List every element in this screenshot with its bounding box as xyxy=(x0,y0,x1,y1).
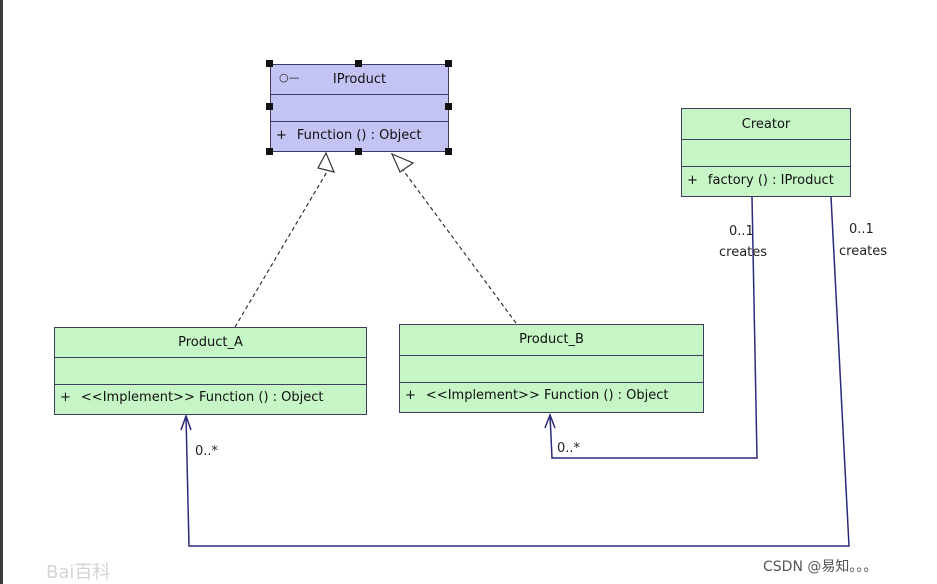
multiplicity-creator-a: 0..1 xyxy=(849,222,874,237)
multiplicity-product-a: 0..* xyxy=(195,444,219,459)
multiplicity-creator-b: 0..1 xyxy=(729,224,754,239)
selection-handle[interactable] xyxy=(266,148,273,155)
class-product-a-attributes xyxy=(55,358,366,385)
class-product-b-attributes xyxy=(400,356,703,383)
class-product-a[interactable]: Product_A + <<Implement>> Function () : O… xyxy=(54,327,367,415)
visibility-marker: + xyxy=(276,128,287,143)
selection-handle[interactable] xyxy=(266,60,273,67)
interface-icon: ○— xyxy=(279,71,300,84)
selection-handle[interactable] xyxy=(445,103,452,110)
class-product-a-name: Product_A xyxy=(178,335,243,350)
operation-signature: <<Implement>> Function () : Object xyxy=(425,388,669,403)
class-creator-name: Creator xyxy=(741,117,791,132)
operation-signature: factory () : IProduct xyxy=(707,173,834,188)
csdn-credit: CSDN @易知。。。 xyxy=(763,559,878,575)
operation-factory: + factory () : IProduct xyxy=(682,167,850,195)
operation-signature: Function () : Object xyxy=(296,128,422,143)
association-creator-product-b xyxy=(544,196,758,459)
class-product-a-operations: + <<Implement>> Function () : Object xyxy=(55,385,366,414)
window-left-edge xyxy=(0,0,3,584)
realization-arrowhead-a xyxy=(317,151,336,173)
class-product-b-name: Product_B xyxy=(519,332,584,347)
selection-handle[interactable] xyxy=(355,148,362,155)
selection-handle[interactable] xyxy=(445,60,452,67)
class-product-b[interactable]: Product_B + <<Implement>> Function () : O… xyxy=(399,324,704,413)
visibility-marker: + xyxy=(405,388,416,403)
class-product-b-operations: + <<Implement>> Function () : Object xyxy=(400,383,703,412)
class-creator-operations: + factory () : IProduct xyxy=(682,167,850,196)
baidu-watermark: Bai百科 xyxy=(46,562,111,583)
class-creator-attributes xyxy=(682,140,850,167)
association-creator-product-a xyxy=(180,196,850,547)
multiplicity-product-b: 0..* xyxy=(557,441,581,456)
operation-function: + <<Implement>> Function () : Object xyxy=(55,385,366,411)
class-creator-name-section: Creator xyxy=(682,109,850,140)
operation-signature: <<Implement>> Function () : Object xyxy=(80,390,324,405)
class-iproduct-attributes xyxy=(271,95,448,122)
selection-handle[interactable] xyxy=(445,148,452,155)
association-arrowhead-b xyxy=(544,412,556,429)
selection-handle[interactable] xyxy=(355,60,362,67)
class-iproduct-name: IProduct xyxy=(332,72,387,87)
realization-product-a xyxy=(234,151,336,328)
visibility-marker: + xyxy=(687,173,698,188)
role-creates-a: creates xyxy=(839,244,888,259)
operation-function: + Function () : Object xyxy=(271,122,448,150)
visibility-marker: + xyxy=(60,390,71,405)
realization-arrowhead-b xyxy=(390,152,415,173)
class-iproduct-operations: + Function () : Object xyxy=(271,122,448,151)
class-creator[interactable]: Creator + factory () : IProduct xyxy=(681,108,851,197)
association-arrowhead-a xyxy=(180,413,192,431)
class-product-a-name-section: Product_A xyxy=(55,328,366,358)
class-iproduct[interactable]: ○— IProduct + Function () : Object xyxy=(270,64,449,152)
class-product-b-name-section: Product_B xyxy=(400,325,703,356)
class-iproduct-name-section: ○— IProduct xyxy=(271,65,448,95)
operation-function: + <<Implement>> Function () : Object xyxy=(400,383,703,409)
role-creates-b: creates xyxy=(719,245,768,260)
selection-handle[interactable] xyxy=(266,103,273,110)
realization-product-b xyxy=(390,152,517,324)
